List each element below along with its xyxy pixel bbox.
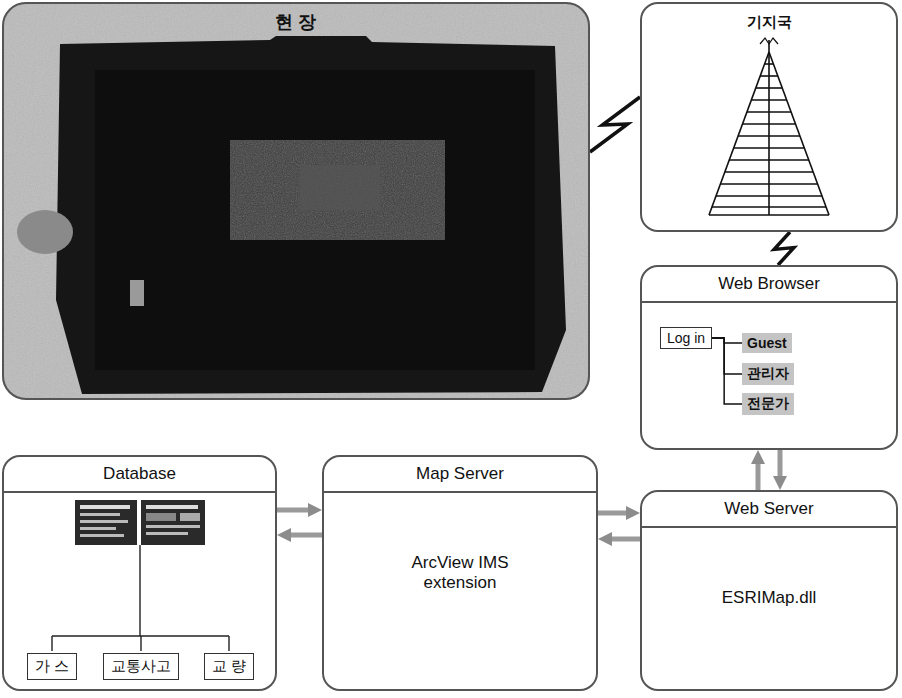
database-box: Database 가 스 교통사고 교 량 bbox=[2, 455, 277, 691]
user-role: 관리자 bbox=[742, 363, 794, 385]
photo-device-texture bbox=[230, 140, 445, 240]
photo-ground bbox=[2, 2, 590, 400]
login-box: Log in bbox=[660, 327, 712, 349]
browser-box: Web BrowserLog in Guest 관리자전문가 bbox=[640, 265, 898, 450]
login-branch-line bbox=[712, 338, 742, 404]
node-label: 교통사고 bbox=[111, 657, 171, 676]
data-category: 교통사고 bbox=[103, 653, 179, 680]
photo-device-part bbox=[300, 165, 380, 210]
photo-device bbox=[230, 140, 445, 240]
data-flow-arrow bbox=[598, 511, 632, 516]
wireless-link bbox=[590, 97, 640, 152]
node-body-text: ESRIMap.dll bbox=[684, 588, 854, 608]
node-label: 관리자 bbox=[747, 365, 789, 383]
photo-frame bbox=[95, 70, 535, 370]
data-flow-arrow bbox=[285, 533, 322, 538]
node-label: 교 량 bbox=[212, 657, 246, 676]
database-tree-lines bbox=[52, 545, 229, 651]
node-label: 전문가 bbox=[747, 395, 789, 413]
tower-icon bbox=[709, 38, 829, 215]
map-server-box: Map ServerArcView IMS extension bbox=[322, 455, 598, 691]
photo-object bbox=[17, 210, 73, 254]
node-label: 가 스 bbox=[35, 657, 69, 676]
base-station-box: 기지국 bbox=[640, 2, 898, 232]
node-label: Map Server bbox=[324, 457, 596, 493]
web-server-box: Web ServerESRIMap.dll bbox=[640, 490, 898, 691]
node-label: Database bbox=[4, 457, 275, 493]
data-category: 가 스 bbox=[27, 653, 77, 680]
data-flow-arrow bbox=[756, 458, 761, 490]
login-branch-line bbox=[712, 338, 742, 374]
photo-dark-panel bbox=[56, 36, 566, 394]
site-photo bbox=[2, 2, 590, 400]
wireless-link bbox=[774, 232, 794, 265]
data-flow-arrow bbox=[778, 450, 783, 482]
photo-mark bbox=[130, 280, 144, 306]
node-label: Guest bbox=[747, 335, 787, 351]
data-flow-arrow bbox=[606, 537, 640, 542]
node-label: Web Browser bbox=[642, 267, 896, 303]
node-label: 기지국 bbox=[642, 4, 896, 32]
site-panel: 현 장 bbox=[2, 2, 590, 400]
node-label: Web Server bbox=[642, 492, 896, 528]
data-flow-arrow bbox=[277, 508, 314, 513]
node-label: 현 장 bbox=[4, 4, 588, 34]
user-role: 전문가 bbox=[742, 393, 794, 415]
node-body-text: ArcView IMS extension bbox=[375, 553, 545, 594]
photo-texture bbox=[2, 2, 590, 400]
node-label: Log in bbox=[667, 330, 705, 346]
database-thumbnail bbox=[75, 500, 205, 545]
user-role: Guest bbox=[742, 333, 792, 353]
data-category: 교 량 bbox=[204, 653, 254, 680]
